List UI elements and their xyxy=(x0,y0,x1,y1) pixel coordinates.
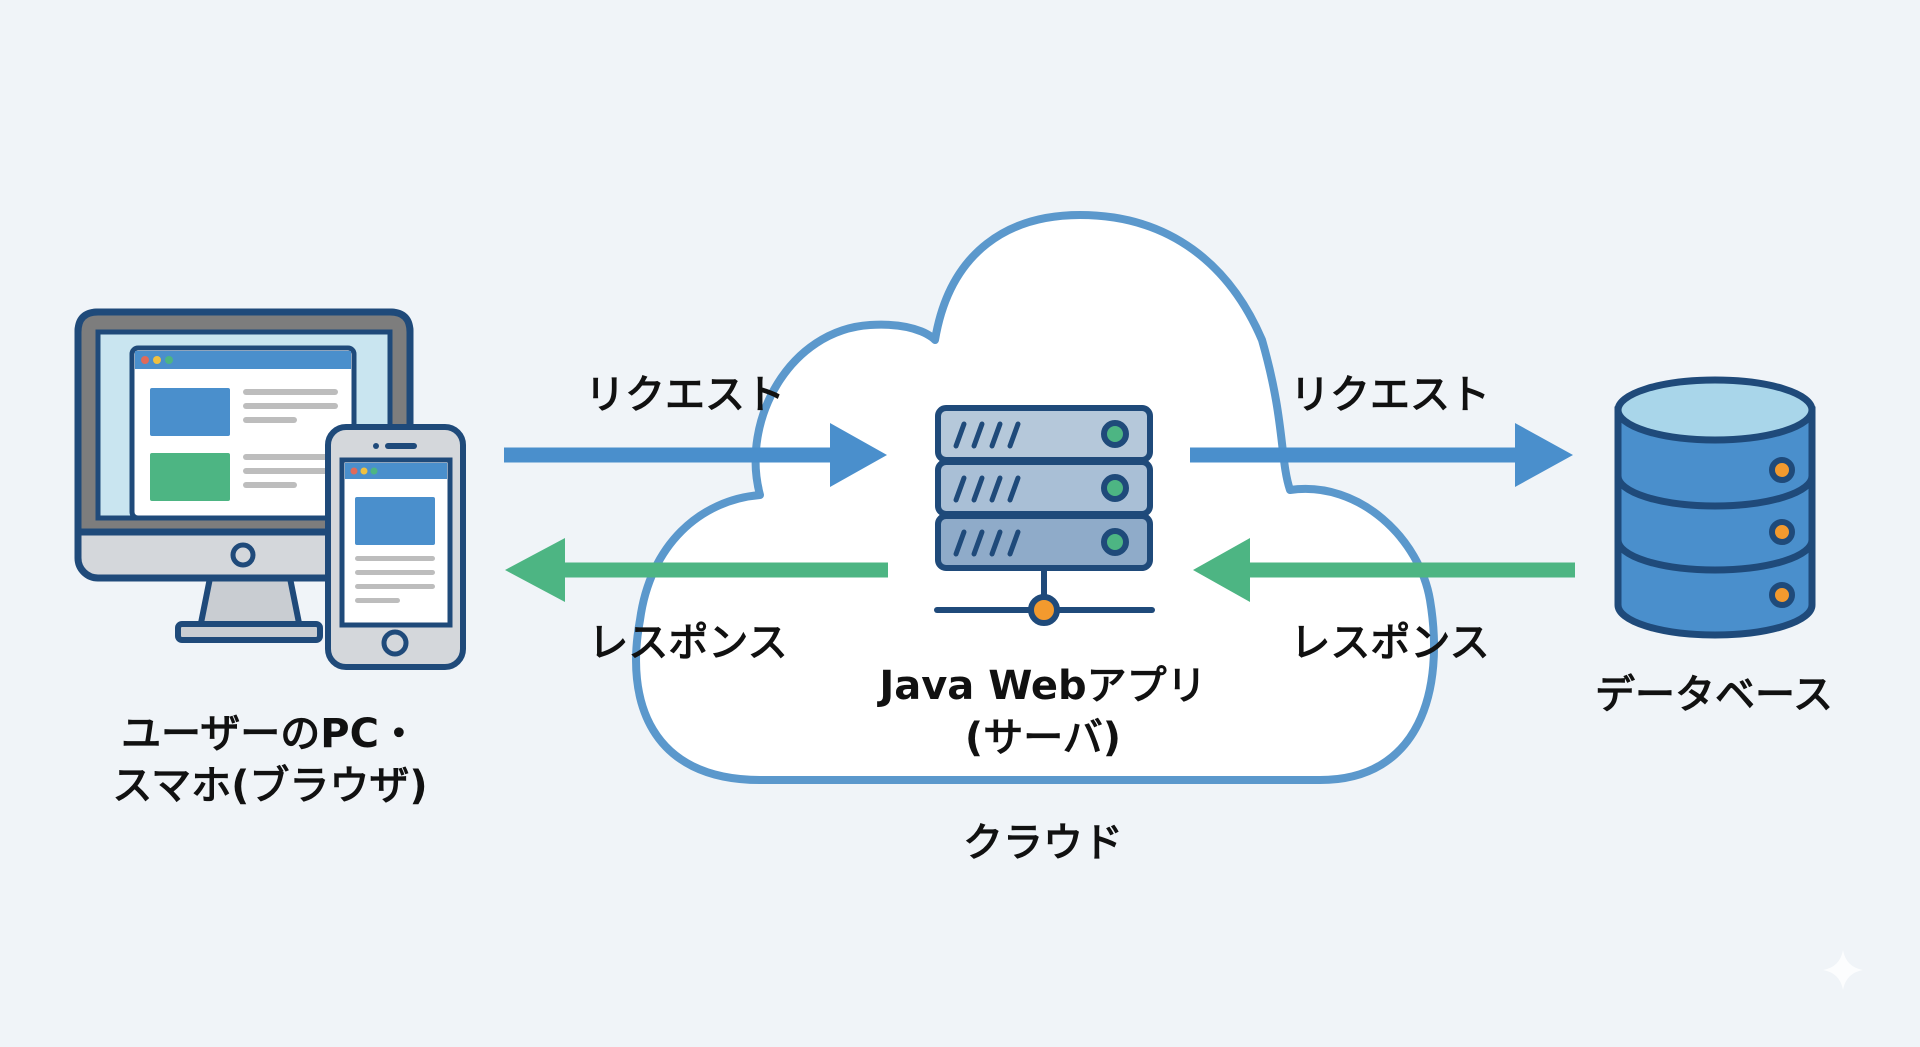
arrow-request-server-to-db xyxy=(1190,423,1573,487)
client-label: ユーザーのPC・ スマホ(ブラウザ) xyxy=(112,708,427,812)
edge-label-request-right: リクエスト xyxy=(1290,372,1490,418)
cloud-label: クラウド xyxy=(963,820,1123,866)
edge-label-request-left: リクエスト xyxy=(585,372,785,418)
database-icon xyxy=(1614,376,1816,639)
client-label-line1: ユーザーのPC・ xyxy=(121,711,419,757)
server-label-line2: (サーバ) xyxy=(964,715,1122,761)
smartphone-icon xyxy=(325,424,466,670)
database-label: データベース xyxy=(1595,672,1833,718)
server-unit xyxy=(935,513,1153,571)
server-unit xyxy=(935,459,1153,517)
server-label-line1: Java Webアプリ xyxy=(879,663,1207,709)
server-rack-icon xyxy=(934,405,1155,626)
client-label-line2: スマホ(ブラウザ) xyxy=(112,763,428,809)
arrow-request-client-to-server xyxy=(504,423,887,487)
arrow-response-db-to-server xyxy=(1193,538,1575,602)
server-unit xyxy=(935,405,1153,463)
server-label: Java Webアプリ (サーバ) xyxy=(879,660,1206,764)
edge-label-response-right: レスポンス xyxy=(1290,620,1490,666)
sparkle-icon xyxy=(1823,950,1863,990)
arrow-response-server-to-client xyxy=(505,538,888,602)
edge-label-response-left: レスポンス xyxy=(588,620,788,666)
